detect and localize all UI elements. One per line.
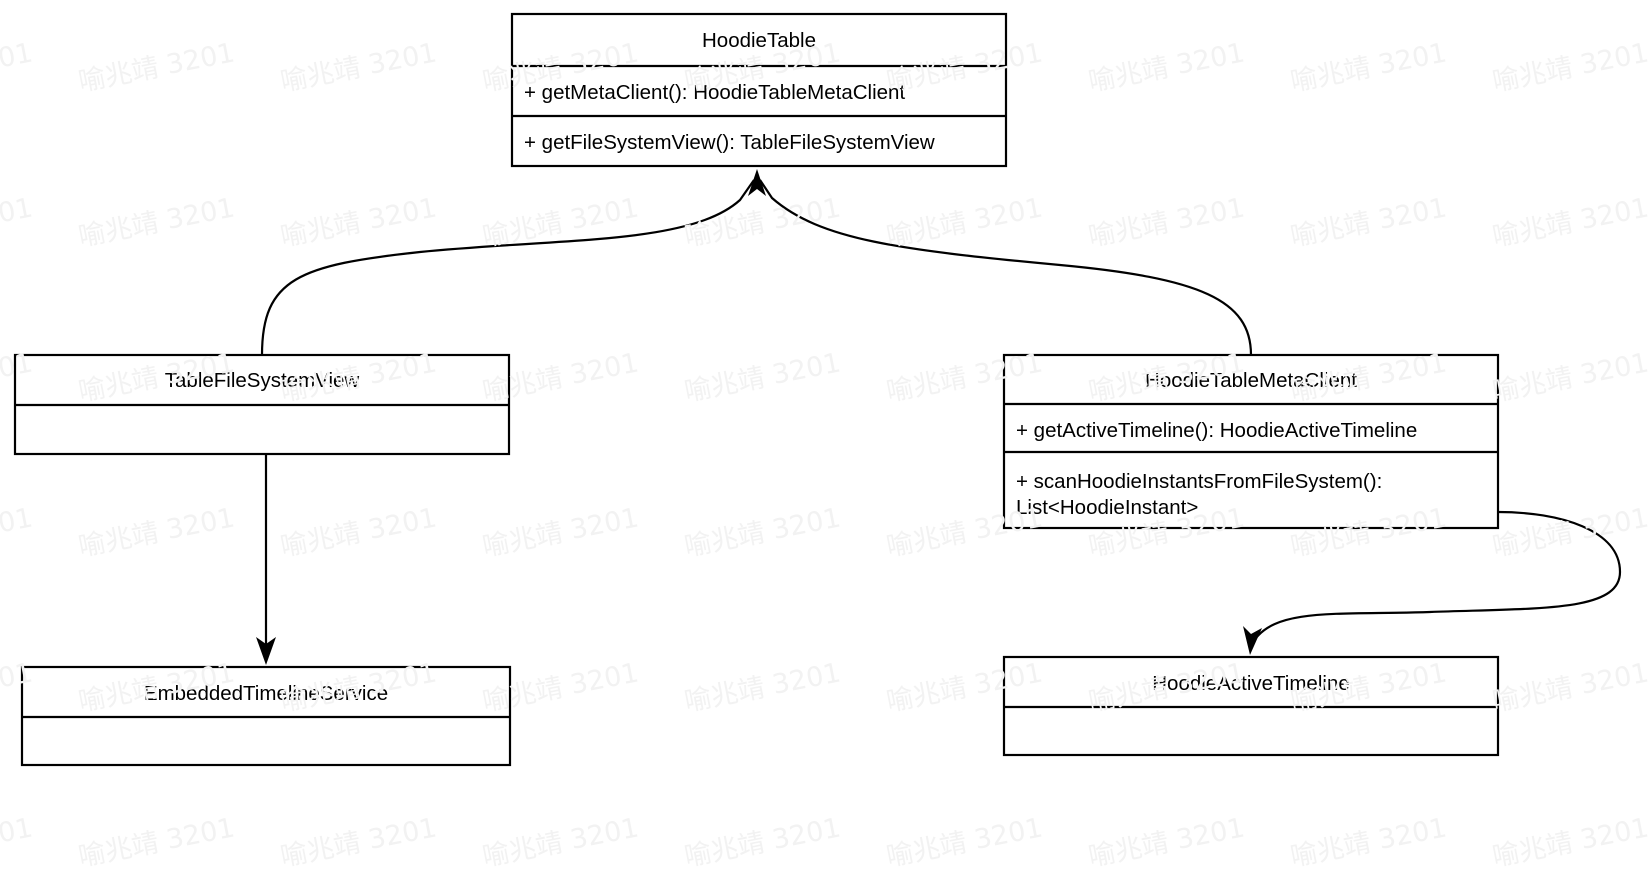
class-box-outline [1002,353,1500,530]
edge-line [759,179,1253,356]
edge-line [260,179,755,356]
watermark-text: 喻兆靖 3201 [1085,812,1248,874]
uml-class-diagram: HoodieTable + getMetaClient(): HoodieTab… [0,12,1650,873]
class-name-label: HoodieActiveTimeline [1152,672,1350,695]
watermark-text: 喻兆靖 3201 [681,812,844,874]
relationship-tablefilesystemview-to-hoodietable [260,179,755,356]
class-member-label: + getMetaClient(): HoodieTableMetaClient [524,81,905,104]
class-member-label: List<HoodieInstant> [1016,496,1198,519]
class-box-table-file-system-view[interactable]: TableFileSystemView [13,353,511,456]
class-box-hoodie-active-timeline[interactable]: HoodieActiveTimeline [1002,655,1500,757]
arrowhead-into-hoodie-table [748,169,766,196]
watermark-text: 喻兆靖 3201 [1489,812,1650,874]
watermark-text: 喻兆靖 3201 [75,812,238,874]
class-name-label: HoodieTableMetaClient [1145,369,1357,392]
watermark-text: 喻兆靖 3201 [0,812,36,873]
relationship-hoodietablemetaclient-to-hoodieactivetimeline [1243,510,1622,655]
class-member-label: + scanHoodieInstantsFromFileSystem(): [1016,470,1382,493]
class-name-label: TableFileSystemView [165,369,360,392]
class-box-hoodie-table[interactable]: HoodieTable + getMetaClient(): HoodieTab… [510,12,1008,168]
edge-line [1255,510,1622,639]
class-member-label: + getFileSystemView(): TableFileSystemVi… [524,131,935,154]
class-box-hoodie-table-meta-client[interactable]: HoodieTableMetaClient + getActiveTimelin… [1002,353,1500,530]
class-box-outline [510,12,1008,168]
relationship-tablefilesystemview-to-embeddedtimelineservice [256,454,276,665]
arrow-head-shape [256,637,276,665]
watermark-text: 喻兆靖 3201 [883,812,1046,874]
class-name-label: HoodieTable [702,29,816,52]
watermark-text: 喻兆靖 3201 [1287,812,1450,874]
watermark-text: 喻兆靖 3201 [277,812,440,874]
class-box-embedded-timeline-service[interactable]: EmbeddedTimelineService [20,665,512,767]
diagram-canvas: HoodieTable + getMetaClient(): HoodieTab… [13,12,1622,767]
arrow-head-shape [748,169,766,196]
class-name-label: EmbeddedTimelineService [144,682,388,705]
class-member-label: + getActiveTimeline(): HoodieActiveTimel… [1016,419,1417,442]
relationship-hoodietablemetaclient-to-hoodietable [759,179,1253,356]
watermark-text: 喻兆靖 3201 [479,812,642,874]
arrow-head-shape [1243,626,1262,655]
